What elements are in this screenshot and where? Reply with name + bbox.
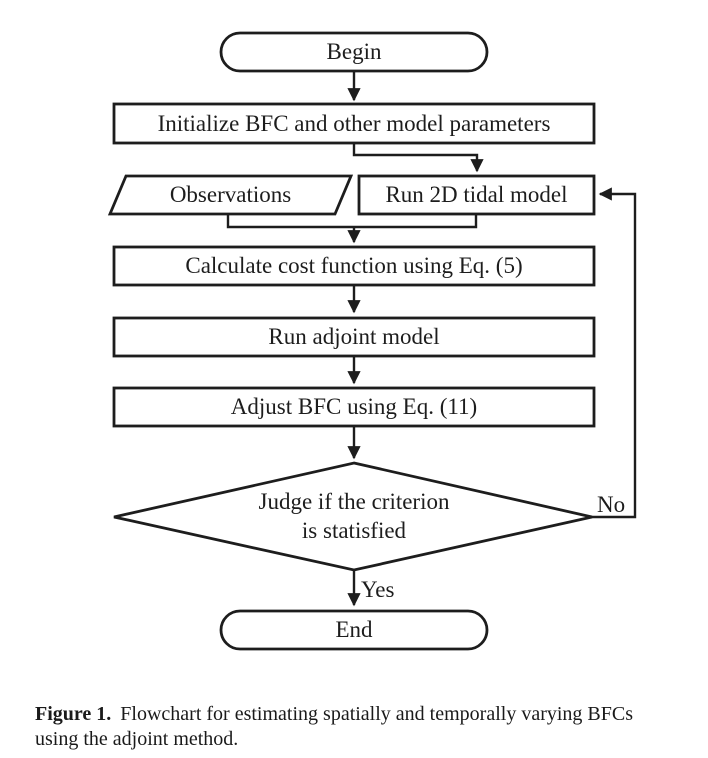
edge-observations-runtidal-merge <box>226 214 478 229</box>
adjust-bfc-label: Adjust BFC using Eq. (11) <box>230 394 478 420</box>
run-adjoint-node <box>112 316 596 358</box>
end-label: End <box>335 617 373 643</box>
calculate-cost-node <box>112 245 596 287</box>
edge-decision-runtidal-no-loop <box>592 187 637 519</box>
figure-caption-label: Figure 1. <box>35 703 112 725</box>
figure-caption-line1: Flowchart for estimating spatially and t… <box>120 703 633 725</box>
observations-label: Observations <box>169 182 292 208</box>
observations-node <box>107 174 354 216</box>
figure-caption: Figure 1. Flowchart for estimating spatia… <box>35 702 701 752</box>
yes-edge-label: Yes <box>361 577 395 602</box>
edge-initialize-runtidal <box>352 143 484 173</box>
initialize-label: Initialize BFC and other model parameter… <box>157 110 551 136</box>
decision-label-line1: Judge if the criterion <box>258 489 450 514</box>
decision-label-line2: is statisfied <box>301 518 407 543</box>
run-adjoint-label: Run adjoint model <box>268 324 440 350</box>
decision-node <box>113 461 593 572</box>
no-edge-label: No <box>597 492 626 517</box>
end-node <box>219 609 489 651</box>
figure-caption-line2: using the adjoint method. <box>35 728 239 750</box>
calculate-cost-label: Calculate cost function using Eq. (5) <box>185 253 523 279</box>
adjust-bfc-node <box>112 386 596 428</box>
begin-label: Begin <box>326 39 382 65</box>
run-tidal-label: Run 2D tidal model <box>385 182 568 208</box>
run-tidal-node <box>357 174 596 216</box>
initialize-node <box>112 102 596 145</box>
decision-label: Judge if the criterion is statisfied <box>114 462 594 570</box>
begin-node <box>219 31 489 73</box>
